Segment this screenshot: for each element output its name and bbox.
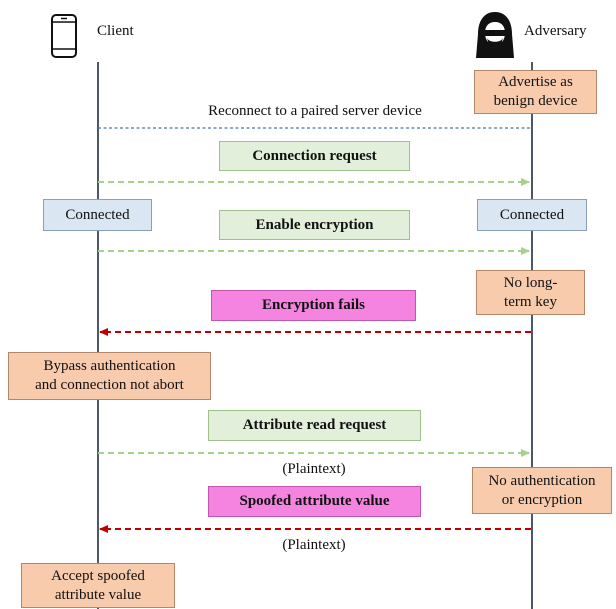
no-authentication-encryption-note: No authentication or encryption bbox=[472, 467, 612, 514]
connection-request-label: Connection request bbox=[219, 141, 410, 171]
bypass-authentication-note: Bypass authentication and connection not… bbox=[8, 352, 211, 400]
enable-encryption-label: Enable encryption bbox=[219, 210, 410, 240]
smartphone-icon bbox=[51, 14, 77, 58]
adversary-actor bbox=[470, 10, 520, 65]
no-long-term-key-note: No long- term key bbox=[476, 270, 585, 315]
adversary-lifeline bbox=[531, 62, 533, 609]
attribute-read-request-label: Attribute read request bbox=[208, 410, 421, 441]
adversary-label: Adversary bbox=[524, 23, 587, 39]
plaintext-label-2: (Plaintext) bbox=[282, 537, 346, 553]
encryption-fails-label: Encryption fails bbox=[211, 290, 416, 321]
adversary-connected-note: Connected bbox=[477, 199, 587, 231]
advertise-note: Advertise as benign device bbox=[474, 70, 597, 114]
client-lifeline bbox=[97, 62, 99, 609]
spoofed-attribute-value-label: Spoofed attribute value bbox=[208, 486, 421, 517]
reconnect-label: Reconnect to a paired server device bbox=[208, 103, 422, 119]
hooded-hacker-icon bbox=[476, 12, 514, 58]
client-connected-note: Connected bbox=[43, 199, 152, 231]
client-actor bbox=[50, 14, 78, 63]
accept-spoofed-note: Accept spoofed attribute value bbox=[21, 563, 175, 608]
plaintext-label-1: (Plaintext) bbox=[282, 461, 346, 477]
client-label: Client bbox=[97, 23, 134, 39]
